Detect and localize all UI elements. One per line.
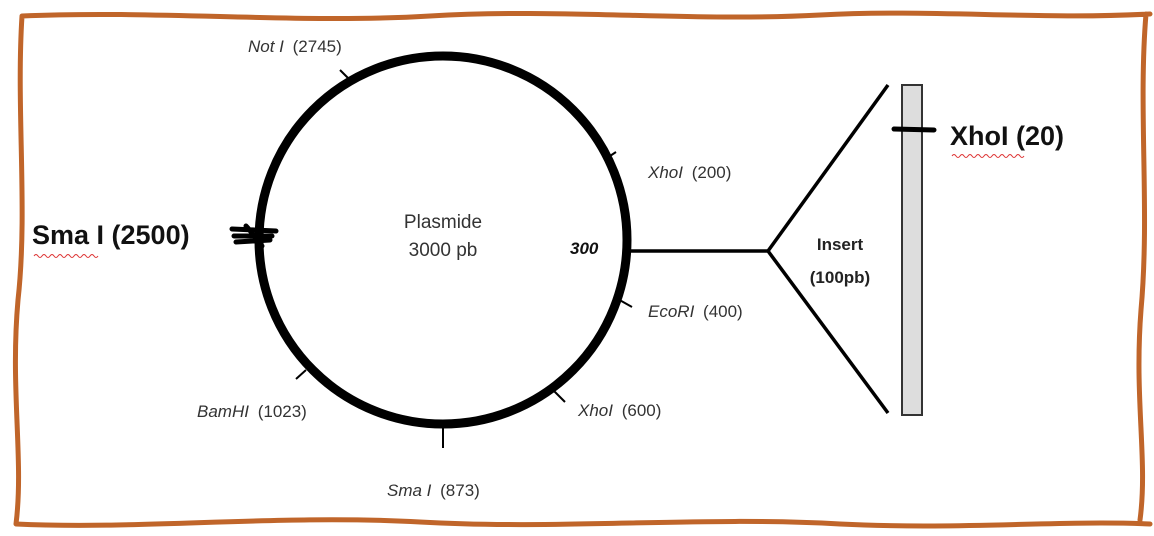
site-position-ecori: (400) (703, 302, 743, 321)
site-label-xhoi-600: XhoI (600) (577, 401, 661, 420)
site-enzyme-xhoi-200: XhoI (647, 163, 683, 182)
insert-fan-top (766, 83, 890, 253)
site-enzyme-xhoi-600: XhoI (577, 401, 613, 420)
site-label-ecori: EcoRI (400) (648, 302, 743, 321)
site-enzyme-bamhi: BamHI (197, 402, 249, 421)
site-label-xhoi-200: XhoI (200) (647, 163, 731, 182)
insert-bar (901, 84, 923, 416)
plasmid-name: Plasmide (404, 212, 482, 233)
insert-size: (100pb) (810, 268, 870, 287)
insertion-position-label: 300 (570, 239, 599, 258)
site-label-smai-873: Sma I (873) (387, 481, 480, 500)
site-tick-noti (339, 69, 353, 83)
site-enzyme-noti: Not I (248, 37, 284, 56)
site-tick-xhoi-600 (552, 389, 566, 403)
smai-2500-marker (229, 223, 279, 249)
smai-2500-spellcheck-squiggle (33, 254, 99, 258)
plasmid-size: 3000 pb (409, 240, 478, 261)
xhoi-20-label: XhoI (20) (950, 121, 1064, 151)
site-tick-xhoi-200 (603, 151, 617, 161)
site-label-bamhi: BamHI (1023) (197, 402, 307, 421)
site-tick-ecori (615, 297, 633, 308)
smai-2500-label: Sma I (2500) (32, 220, 190, 250)
site-enzyme-smai-873: Sma I (387, 481, 432, 500)
insert-fan-bottom (766, 249, 890, 415)
site-tick-bamhi (295, 369, 307, 380)
site-position-noti: (2745) (293, 37, 342, 56)
site-label-noti: Not I (2745) (248, 37, 342, 56)
site-position-bamhi: (1023) (258, 402, 307, 421)
site-enzyme-ecori: EcoRI (648, 302, 695, 321)
site-position-xhoi-200: (200) (692, 163, 732, 182)
xhoi-20-marker (891, 126, 937, 133)
insert-title: Insert (817, 235, 864, 254)
site-position-smai-873: (873) (440, 481, 480, 500)
xhoi-20-spellcheck-squiggle (951, 154, 1025, 158)
frame-border (12, 10, 1153, 529)
site-position-xhoi-600: (600) (622, 401, 662, 420)
